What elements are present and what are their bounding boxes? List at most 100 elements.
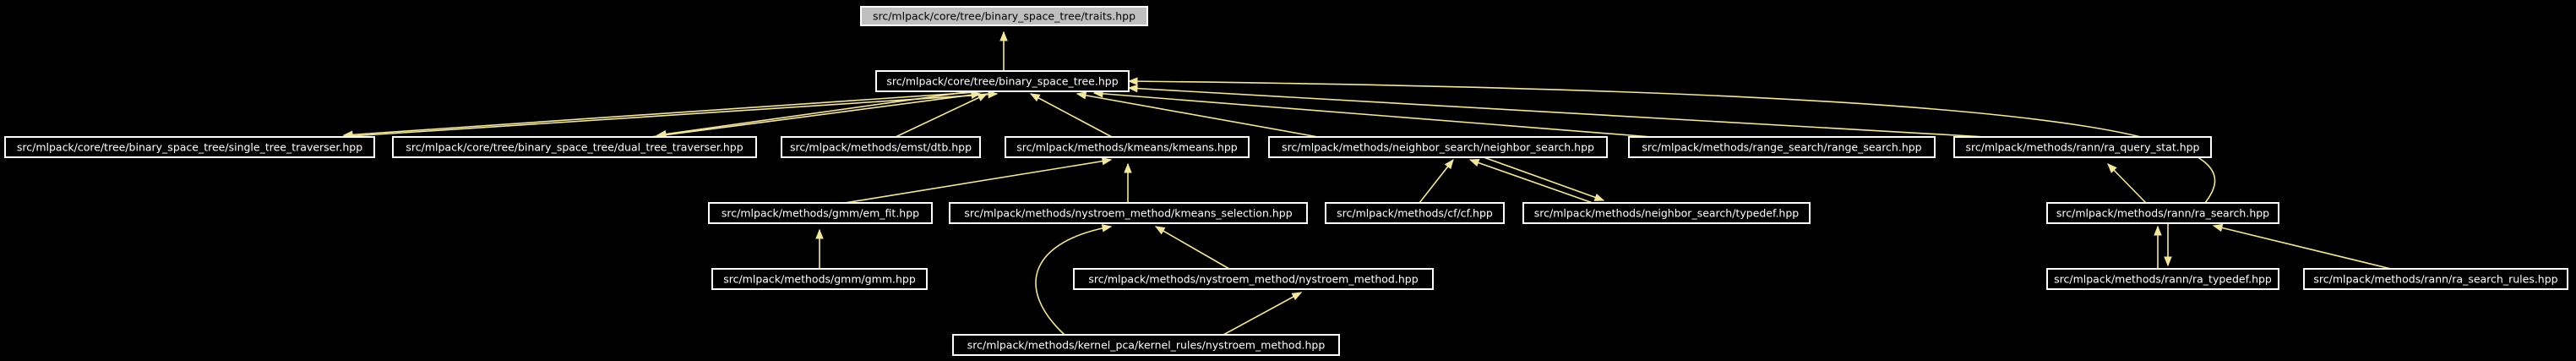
edge-rasearch-to-rqs: [2107, 163, 2147, 204]
edge-single-to-bst: [337, 90, 999, 138]
node-box[interactable]: [711, 268, 928, 290]
node-dual[interactable]: src/mlpack/core/tree/binary_space_tree/d…: [392, 136, 757, 158]
node-emfit[interactable]: src/mlpack/methods/gmm/em_fit.hpp: [708, 202, 933, 224]
edge-ns-to-typedef: [1483, 156, 1605, 201]
arrow-head: [1124, 162, 1132, 173]
node-ratypedef[interactable]: src/mlpack/methods/rann/ra_typedef.hpp: [2046, 268, 2279, 290]
arrow-head: [1444, 158, 1454, 170]
nodes-layer: src/mlpack/core/tree/binary_space_tree/t…: [4, 6, 2568, 356]
node-box[interactable]: [1005, 136, 1250, 158]
node-box[interactable]: [875, 70, 1130, 92]
edge-ratypedef-to-rasearch: [2154, 225, 2162, 269]
arrow-head: [1076, 91, 1087, 100]
arrow-head: [1593, 193, 1605, 201]
arrow-head: [2212, 223, 2224, 232]
node-box[interactable]: [2046, 202, 2279, 224]
arrow-head: [999, 30, 1008, 41]
node-label: src/mlpack/methods/neighbor_search/typed…: [1534, 207, 1800, 220]
node-typedef[interactable]: src/mlpack/methods/neighbor_search/typed…: [1522, 202, 1811, 224]
edge-emfit-to-kmeans: [844, 157, 1113, 204]
node-box[interactable]: [2303, 268, 2568, 290]
arrow-head: [815, 228, 824, 239]
node-box[interactable]: [392, 136, 757, 158]
node-dtb[interactable]: src/mlpack/methods/emst/dtb.hpp: [781, 136, 981, 158]
node-label: src/mlpack/core/tree/binary_space_tree/d…: [406, 141, 743, 154]
node-box[interactable]: [781, 136, 981, 158]
node-box[interactable]: [4, 136, 375, 158]
node-kmeans[interactable]: src/mlpack/methods/kmeans/kmeans.hpp: [1005, 136, 1250, 158]
node-traits[interactable]: src/mlpack/core/tree/binary_space_tree/t…: [860, 6, 1148, 26]
node-box[interactable]: [860, 6, 1148, 26]
node-label: src/mlpack/methods/cf/cf.hpp: [1337, 207, 1493, 220]
edge-bst-to-single: [342, 90, 989, 139]
node-label: src/mlpack/methods/neighbor_search/neigh…: [1282, 141, 1594, 154]
edge-rarules-to-rasearch: [2212, 223, 2392, 270]
arrow-head: [988, 90, 999, 99]
node-rasearch[interactable]: src/mlpack/methods/rann/ra_search.hpp: [2046, 202, 2279, 224]
edge-ns-to-bst: [1076, 91, 1319, 138]
node-label: src/mlpack/methods/range_search/range_se…: [1642, 141, 1921, 154]
edge-dual-to-bst: [650, 90, 982, 138]
node-ns[interactable]: src/mlpack/methods/neighbor_search/neigh…: [1268, 136, 1608, 158]
arrow-head: [1127, 84, 1138, 93]
arrow-head: [1468, 159, 1480, 167]
node-label: src/mlpack/methods/nystroem_method/nystr…: [1088, 273, 1418, 286]
node-bst[interactable]: src/mlpack/core/tree/binary_space_tree.h…: [875, 70, 1130, 92]
edge-cf-to-ns: [1419, 158, 1454, 204]
node-label: src/mlpack/methods/nystroem_method/kmean…: [964, 207, 1292, 220]
node-label: src/mlpack/methods/rann/ra_search.hpp: [2056, 207, 2269, 220]
edge-bst-to-traits: [999, 30, 1008, 71]
node-label: src/mlpack/core/tree/binary_space_tree/s…: [17, 141, 362, 154]
node-label: src/mlpack/methods/rann/ra_search_rules.…: [2313, 273, 2557, 286]
node-label: src/mlpack/methods/gmm/gmm.hpp: [723, 273, 916, 286]
edge-dtb-to-bst: [895, 93, 988, 138]
node-label: src/mlpack/methods/kmeans/kmeans.hpp: [1016, 141, 1237, 154]
node-box[interactable]: [949, 202, 1308, 224]
edge-bst-to-dual: [656, 90, 972, 139]
node-label: src/mlpack/core/tree/binary_space_tree.h…: [886, 75, 1118, 88]
node-nysm[interactable]: src/mlpack/methods/nystroem_method/nystr…: [1073, 268, 1434, 290]
node-box[interactable]: [1325, 202, 1505, 224]
edge-kmsel-to-kmeans: [1124, 162, 1132, 203]
node-box[interactable]: [1073, 268, 1434, 290]
arrow-head: [2107, 163, 2117, 173]
edge-nysm-to-kmsel: [1154, 226, 1230, 270]
edge-kmeans-to-bst: [1029, 93, 1113, 138]
edge-rqs-to-bst: [1127, 84, 1986, 138]
node-label: src/mlpack/methods/rann/ra_typedef.hpp: [2054, 273, 2272, 286]
node-label: src/mlpack/methods/gmm/em_fit.hpp: [722, 207, 919, 220]
node-label: src/mlpack/methods/rann/ra_query_stat.hp…: [1965, 141, 2199, 154]
arrow-head: [2164, 256, 2172, 267]
node-box[interactable]: [952, 334, 1340, 356]
node-rarules[interactable]: src/mlpack/methods/rann/ra_search_rules.…: [2303, 268, 2568, 290]
node-kpca[interactable]: src/mlpack/methods/kernel_pca/kernel_rul…: [952, 334, 1340, 356]
node-box[interactable]: [1953, 136, 2212, 158]
node-rs[interactable]: src/mlpack/methods/range_search/range_se…: [1628, 136, 1936, 158]
arrow-head: [1029, 93, 1041, 102]
node-box[interactable]: [2046, 268, 2279, 290]
node-kmsel[interactable]: src/mlpack/methods/nystroem_method/kmean…: [949, 202, 1308, 224]
arrow-head: [2154, 225, 2162, 236]
node-box[interactable]: [708, 202, 933, 224]
node-gmm[interactable]: src/mlpack/methods/gmm/gmm.hpp: [711, 268, 928, 290]
node-box[interactable]: [1628, 136, 1936, 158]
edge-rasearch-to-bst: [1127, 77, 2216, 204]
arrow-head: [970, 90, 982, 100]
node-rqs[interactable]: src/mlpack/methods/rann/ra_query_stat.hp…: [1953, 136, 2212, 158]
node-box[interactable]: [1522, 202, 1811, 224]
edge-kpca-to-kmsel: [1035, 224, 1113, 336]
node-label: src/mlpack/methods/kernel_pca/kernel_rul…: [967, 339, 1326, 352]
edge-kpca-to-nysm: [1223, 292, 1303, 336]
node-label: src/mlpack/methods/emst/dtb.hpp: [790, 141, 972, 154]
edge-typedef-to-ns: [1468, 159, 1593, 204]
arrow-head: [1154, 226, 1166, 235]
arrow-head: [1291, 292, 1303, 301]
edges-layer: [337, 30, 2392, 336]
arrow-head: [1101, 157, 1113, 166]
node-cf[interactable]: src/mlpack/methods/cf/cf.hpp: [1325, 202, 1505, 224]
edge-gmm-to-emfit: [815, 228, 824, 269]
node-box[interactable]: [1268, 136, 1608, 158]
node-single[interactable]: src/mlpack/core/tree/binary_space_tree/s…: [4, 136, 375, 158]
arrow-head: [977, 93, 988, 101]
